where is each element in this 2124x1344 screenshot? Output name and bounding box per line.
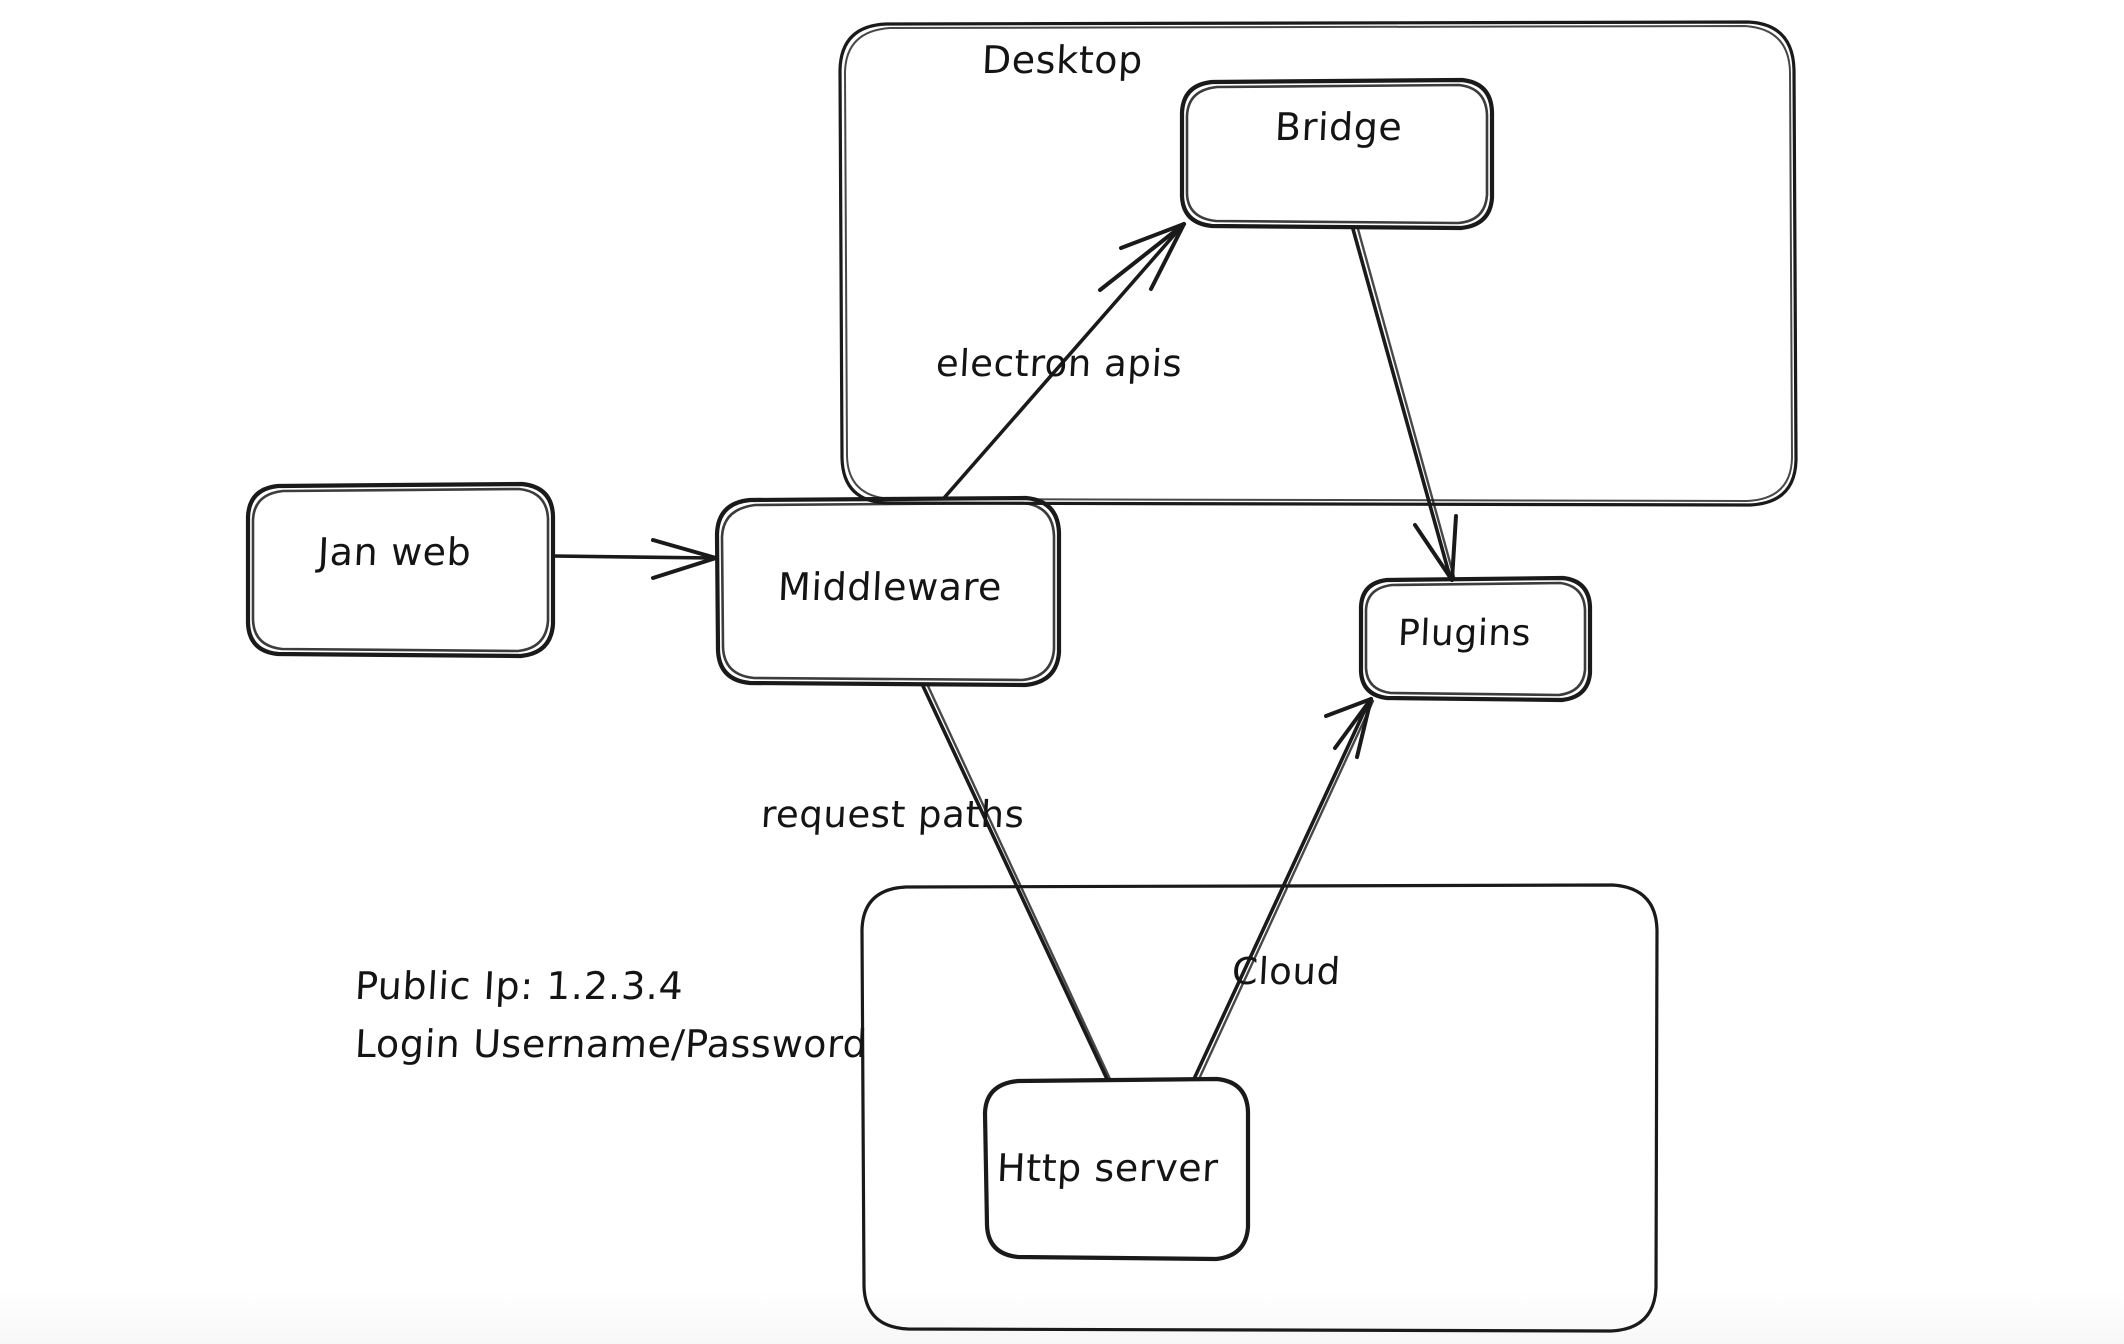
note-login-credentials: Login Username/Password <box>353 1022 869 1066</box>
edge-label-request-paths: request paths <box>759 793 1026 836</box>
edge-label-cloud: Cloud <box>1230 950 1342 993</box>
node-label-http-server: Http server <box>996 1146 1220 1190</box>
edge-middleware-to-http[interactable] <box>921 684 1112 1081</box>
edge-bridge-to-plugins[interactable] <box>1351 227 1458 582</box>
edge-middleware-to-bridge[interactable] <box>942 222 1186 500</box>
node-label-jan-web: Jan web <box>317 530 473 574</box>
node-label-plugins: Plugins <box>1397 613 1533 654</box>
node-label-middleware: Middleware <box>777 565 1004 609</box>
node-plugins[interactable] <box>1358 575 1593 703</box>
edge-http-to-plugins[interactable] <box>1192 697 1375 1081</box>
group-label-desktop: Desktop <box>981 38 1144 82</box>
node-jan-web[interactable] <box>245 481 556 659</box>
node-middleware[interactable] <box>714 495 1062 688</box>
node-label-bridge: Bridge <box>1274 105 1404 149</box>
edge-label-electron-apis: electron apis <box>934 342 1184 385</box>
edge-janweb-to-middleware[interactable] <box>551 538 718 580</box>
group-cloud[interactable] <box>860 883 1659 1333</box>
note-public-ip: Public Ip: 1.2.3.4 <box>353 964 685 1008</box>
node-http-server[interactable] <box>982 1076 1251 1262</box>
node-bridge[interactable] <box>1179 77 1495 231</box>
group-desktop[interactable] <box>838 20 1798 507</box>
